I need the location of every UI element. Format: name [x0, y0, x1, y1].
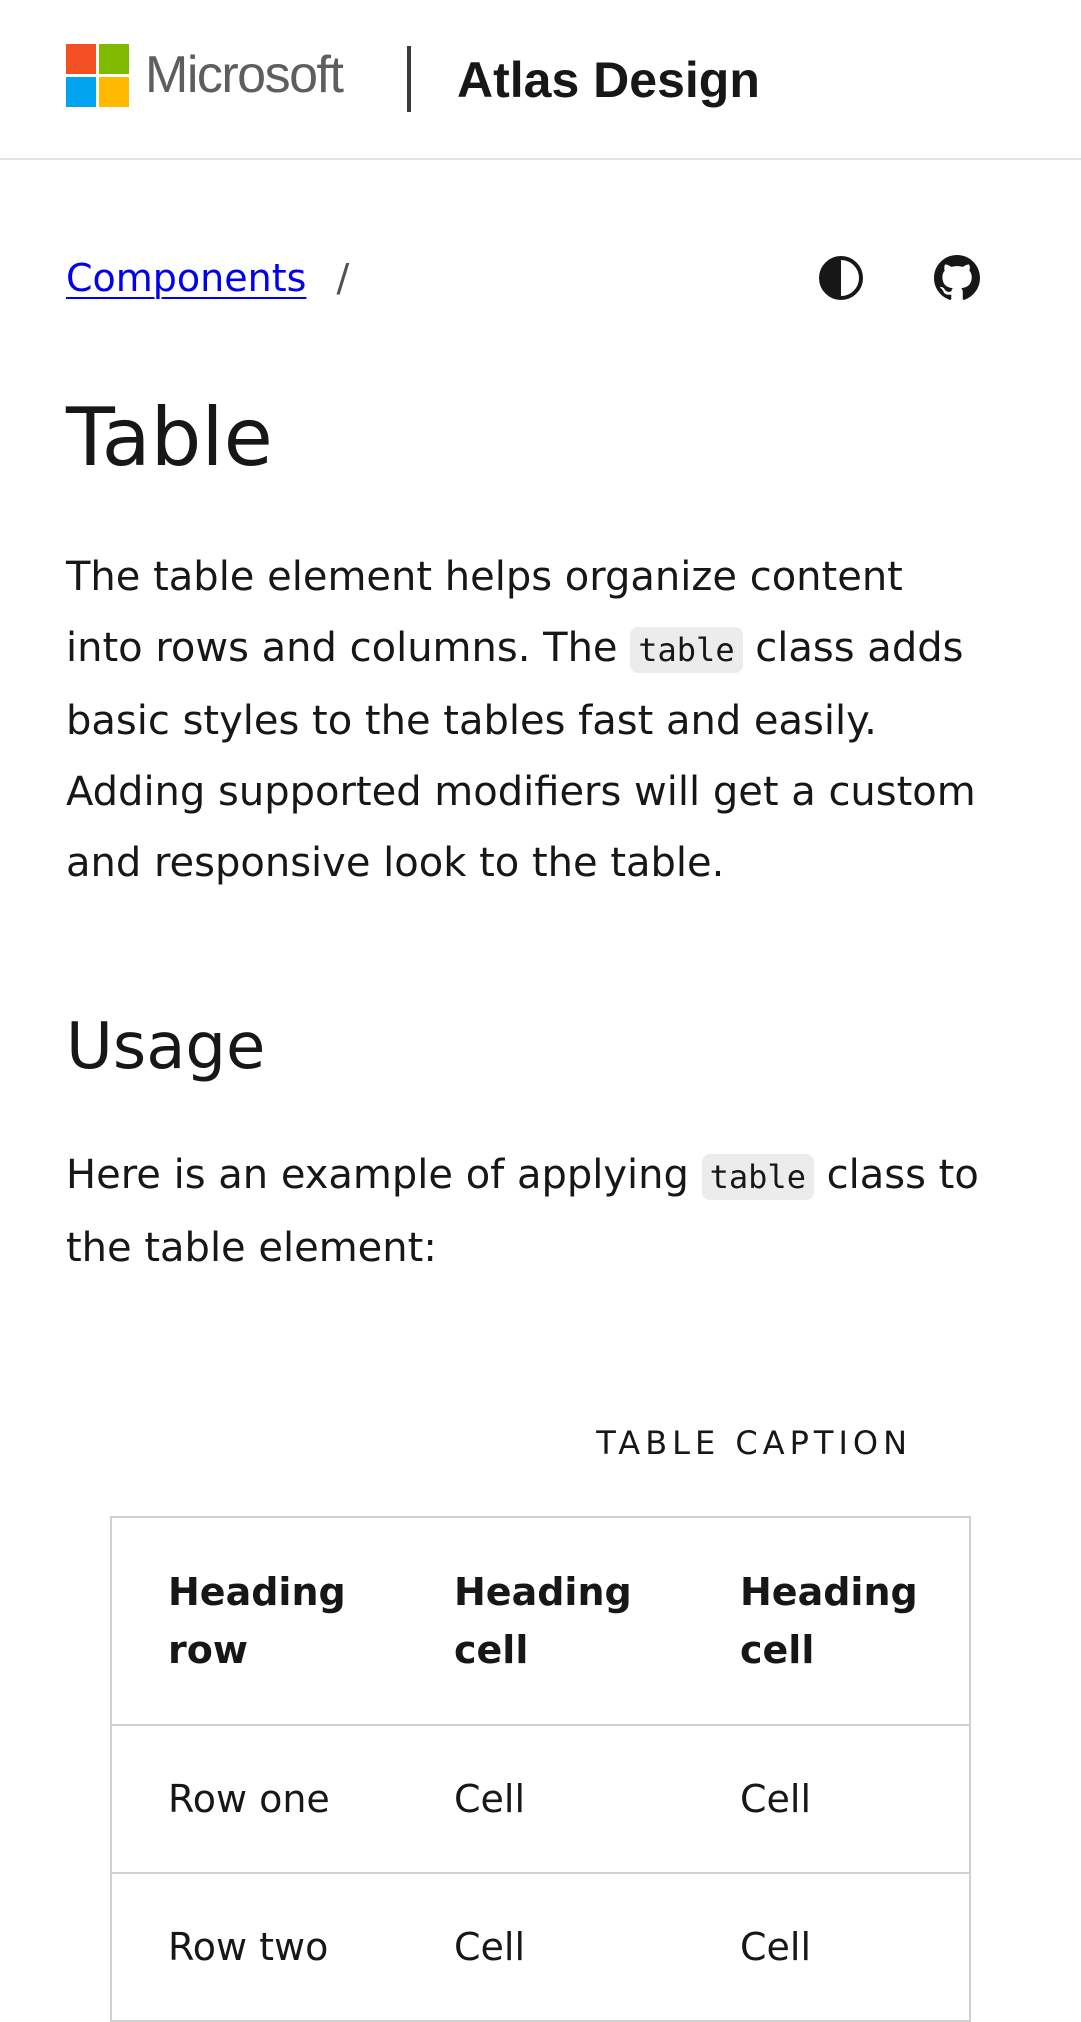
- breadcrumb: Components /: [66, 253, 349, 303]
- table-cell: Row two: [168, 1925, 329, 1969]
- site-header: Microsoft Atlas Design: [0, 0, 1081, 160]
- microsoft-wordmark[interactable]: Microsoft: [145, 46, 344, 104]
- half-circle-icon[interactable]: [818, 255, 864, 301]
- usage-heading: Usage: [66, 1010, 266, 1084]
- intro-paragraph: The table element helps organize content…: [66, 542, 986, 899]
- header-divider: [407, 46, 411, 112]
- table-header-cell: Heading cell: [740, 1570, 918, 1672]
- brand-title[interactable]: Atlas Design: [457, 52, 760, 108]
- table-header-row: Heading row Heading cell Heading cell: [111, 1517, 970, 1725]
- table-header-cell: Heading cell: [454, 1570, 632, 1672]
- table-cell: Cell: [740, 1777, 812, 1821]
- demo-table: Heading row Heading cell Heading cell Ro…: [110, 1516, 971, 2022]
- breadcrumb-link-components[interactable]: Components: [66, 256, 307, 300]
- table-cell: Cell: [740, 1925, 812, 1969]
- microsoft-logo-icon[interactable]: [66, 44, 129, 107]
- table-header-cell: Heading row: [168, 1570, 346, 1672]
- usage-text-1: Here is an example of applying: [66, 1152, 702, 1198]
- table-cell: Cell: [454, 1777, 526, 1821]
- breadcrumb-separator: /: [336, 256, 350, 300]
- inline-code-table: table: [630, 627, 743, 673]
- page-title: Table: [66, 391, 273, 484]
- table-caption: TABLE CAPTION: [596, 1424, 912, 1462]
- inline-code-table: table: [701, 1154, 814, 1200]
- intro-text-2: class adds basic styles to the tables fa…: [66, 625, 976, 886]
- intro-text-1: The table element helps organize content…: [66, 554, 903, 671]
- table-cell: Cell: [454, 1925, 526, 1969]
- github-icon[interactable]: [934, 255, 980, 301]
- usage-text-2: class to the table element:: [66, 1152, 979, 1271]
- table-cell: Row one: [168, 1777, 330, 1821]
- usage-paragraph: Here is an example of applying table cla…: [66, 1140, 996, 1284]
- table-row: Row one Cell Cell: [111, 1725, 970, 1873]
